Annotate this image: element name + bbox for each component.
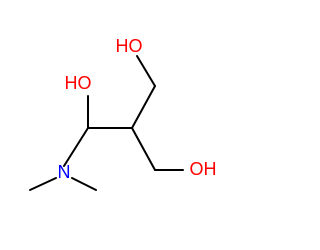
hydroxyl-right-label: OH <box>190 159 217 179</box>
bond-c2-ch2-top <box>131 85 156 129</box>
bond-n-methyl-right <box>71 177 97 191</box>
bond-ch2-top-oh <box>136 55 156 87</box>
hydroxyl-top-label: HO <box>116 36 143 56</box>
bond-c1-n <box>63 127 89 167</box>
bond-n-methyl-left <box>29 177 57 191</box>
hydroxyl-left-label: HO <box>65 73 92 93</box>
bond-c2-ch2-bottom <box>131 127 156 171</box>
amine-nitrogen-label: N <box>58 162 71 182</box>
molecule-structure: HO HO OH N <box>29 36 217 191</box>
